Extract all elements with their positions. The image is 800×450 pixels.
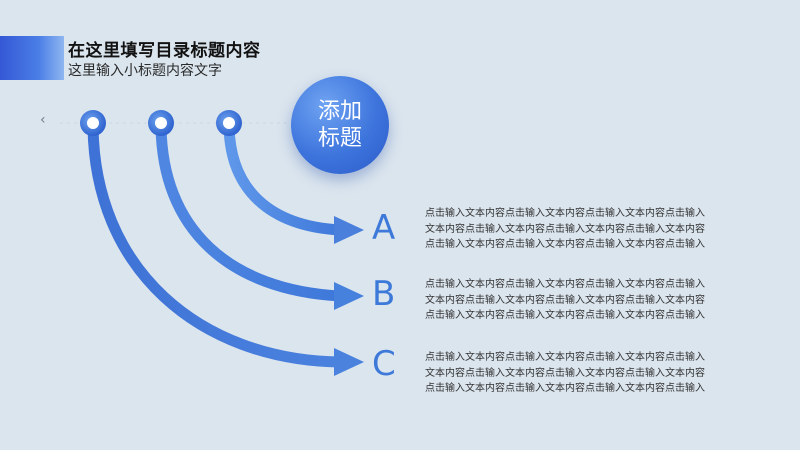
- center-title-circle: 添加 标题: [291, 76, 389, 174]
- node-dot-b: [148, 110, 174, 136]
- arrowhead-c: [334, 348, 364, 376]
- page-title: 在这里填写目录标题内容: [68, 41, 261, 61]
- node-dot-c: [80, 110, 106, 136]
- curve-a: [223, 117, 346, 236]
- item-text-c: 点击输入文本内容点击输入文本内容点击输入文本内容点击输入 文本内容点击输入文本内…: [425, 350, 755, 397]
- item-text-line: 文本内容点击输入文本内容点击输入文本内容点击输入文本内容: [425, 223, 705, 235]
- curve-c: [87, 117, 346, 368]
- item-text-line: 点击输入文本内容点击输入文本内容点击输入文本内容点击输入: [425, 239, 705, 251]
- item-letter-c: C: [372, 344, 396, 384]
- curve-b: [155, 117, 346, 302]
- center-title-line2: 标题: [317, 126, 362, 151]
- center-title-line1: 添加: [317, 99, 362, 124]
- arrowhead-b: [334, 282, 364, 310]
- item-text-line: 点击输入文本内容点击输入文本内容点击输入文本内容点击输入: [425, 352, 705, 363]
- item-text-line: 文本内容点击输入文本内容点击输入文本内容点击输入文本内容: [425, 294, 705, 306]
- arrowhead-a: [334, 216, 364, 244]
- item-text-line: 文本内容点击输入文本内容点击输入文本内容点击输入文本内容: [425, 367, 705, 379]
- node-dot-a: [216, 110, 242, 136]
- item-letter-a: A: [372, 208, 396, 248]
- page-subtitle: 这里输入小标题内容文字: [68, 63, 222, 79]
- item-text-line: 点击输入文本内容点击输入文本内容点击输入文本内容点击输入: [425, 208, 705, 219]
- title-accent-bar: [0, 36, 64, 80]
- item-text-b: 点击输入文本内容点击输入文本内容点击输入文本内容点击输入 文本内容点击输入文本内…: [425, 277, 755, 324]
- item-letter-b: B: [372, 274, 396, 314]
- item-text-line: 点击输入文本内容点击输入文本内容点击输入文本内容点击输入: [425, 279, 705, 290]
- item-text-line: 点击输入文本内容点击输入文本内容点击输入文本内容点击输入: [425, 383, 705, 395]
- item-text-a: 点击输入文本内容点击输入文本内容点击输入文本内容点击输入 文本内容点击输入文本内…: [425, 206, 755, 253]
- item-text-line: 点击输入文本内容点击输入文本内容点击输入文本内容点击输入: [425, 310, 705, 322]
- chevron-left-icon[interactable]: ‹: [40, 112, 46, 128]
